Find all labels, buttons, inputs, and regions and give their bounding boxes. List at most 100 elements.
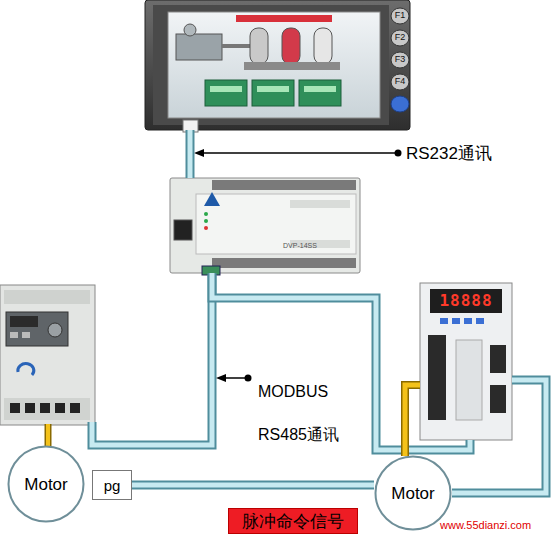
motor-power-wire xyxy=(48,424,49,447)
motor-outline xyxy=(9,447,84,522)
hmi-panel xyxy=(257,86,289,92)
hmi-panel xyxy=(304,86,336,92)
inverter-unit xyxy=(70,403,80,413)
servo-drive xyxy=(490,385,506,413)
plc-unit xyxy=(202,266,220,275)
plc-controller: DVP-14SS xyxy=(170,178,360,273)
hmi-panel xyxy=(391,52,409,68)
hmi-panel xyxy=(282,28,300,64)
callout-pointer xyxy=(395,150,402,157)
servo-drive xyxy=(456,340,482,420)
inverter-unit xyxy=(0,285,95,425)
callout-pointer xyxy=(194,149,402,157)
servo-drive xyxy=(428,335,446,420)
signal-box: 脉冲命令信号 xyxy=(228,508,358,534)
wire-core xyxy=(405,385,420,456)
motor-circle: Motor xyxy=(7,445,85,523)
inverter-unit xyxy=(10,316,38,327)
wire-core xyxy=(212,273,470,450)
hmi-panel xyxy=(176,34,222,60)
inverter-unit xyxy=(18,364,34,375)
wire-core xyxy=(132,483,374,488)
hmi-panel xyxy=(205,80,247,106)
hmi-panel xyxy=(391,96,409,112)
hmi-panel xyxy=(236,15,332,22)
hmi-panel xyxy=(252,80,294,106)
hmi-panel xyxy=(391,8,409,24)
wire-core xyxy=(452,380,546,493)
power-wire xyxy=(405,385,420,456)
servo-drive xyxy=(490,345,506,373)
inverter-unit xyxy=(6,312,68,346)
hmi-panel xyxy=(145,0,410,132)
node-text: F1 xyxy=(390,11,410,20)
signal-label: MODBUS xyxy=(258,384,328,400)
hmi-panel xyxy=(250,28,268,64)
node-text: Motor xyxy=(24,476,67,493)
inverter-unit xyxy=(10,403,20,413)
rs485-wire xyxy=(92,275,212,445)
wire-outline xyxy=(186,130,195,178)
motor-outline xyxy=(376,457,451,530)
hmi-panel xyxy=(314,28,332,64)
callout-pointer xyxy=(245,375,252,382)
servo-drive xyxy=(440,318,448,324)
node-text: Motor xyxy=(391,485,434,502)
signal-wire xyxy=(132,485,374,486)
encoder-box: pg xyxy=(92,470,132,500)
callout-pointer xyxy=(194,149,204,157)
hmi-panel xyxy=(184,24,196,36)
inverter-unit xyxy=(4,398,90,420)
node-text: 18888 xyxy=(430,293,502,309)
wire-outline xyxy=(132,481,374,490)
plc-unit xyxy=(204,212,208,216)
watermark: www.55dianzi.com xyxy=(440,520,531,531)
callout-pointer xyxy=(216,374,252,382)
callout-pointer xyxy=(216,374,226,382)
plc-unit xyxy=(196,194,356,254)
servo-drive xyxy=(476,318,484,324)
node-text: pg xyxy=(104,478,121,493)
wire-outline xyxy=(212,273,470,450)
signal-wire xyxy=(190,130,191,178)
hmi-panel xyxy=(210,86,242,92)
hmi-panel xyxy=(244,62,340,70)
inverter-unit xyxy=(0,285,95,425)
plc-unit xyxy=(290,200,350,208)
plc-unit xyxy=(212,258,356,268)
inverter-unit xyxy=(40,403,50,413)
motor-power-wire xyxy=(46,424,50,447)
wire-outline xyxy=(452,380,546,493)
hmi-panel xyxy=(168,12,380,118)
signal-wire xyxy=(212,273,470,450)
servo-drive: 18888 xyxy=(420,283,512,440)
plc-unit xyxy=(174,220,192,240)
inverter-unit xyxy=(25,403,35,413)
rs485-wire xyxy=(92,275,212,445)
motor-power-wire xyxy=(45,424,52,447)
node-text: 脉冲命令信号 xyxy=(242,513,344,530)
inverter-unit xyxy=(48,323,62,337)
hmi-panel xyxy=(299,80,341,106)
plc-unit xyxy=(204,219,208,223)
plc-unit xyxy=(204,226,208,230)
signal-label: RS232通讯 xyxy=(406,145,492,162)
hmi-panel xyxy=(183,120,198,132)
hmi-panel xyxy=(153,5,389,125)
hmi-panel xyxy=(222,44,250,48)
plc-unit xyxy=(204,192,220,206)
servo-drive xyxy=(430,289,502,313)
plc-unit xyxy=(170,178,360,273)
hmi-panel xyxy=(391,30,409,46)
signal-wire xyxy=(452,380,546,493)
servo-drive xyxy=(452,318,460,324)
inverter-unit xyxy=(55,403,65,413)
wire-outline xyxy=(405,385,420,456)
node-text: F2 xyxy=(390,33,410,42)
rs485-wire xyxy=(92,275,212,445)
inverter-unit xyxy=(4,290,90,304)
hmi-panel xyxy=(145,0,410,130)
hmi-touch-panel: F1F2F3F4 xyxy=(145,0,410,130)
